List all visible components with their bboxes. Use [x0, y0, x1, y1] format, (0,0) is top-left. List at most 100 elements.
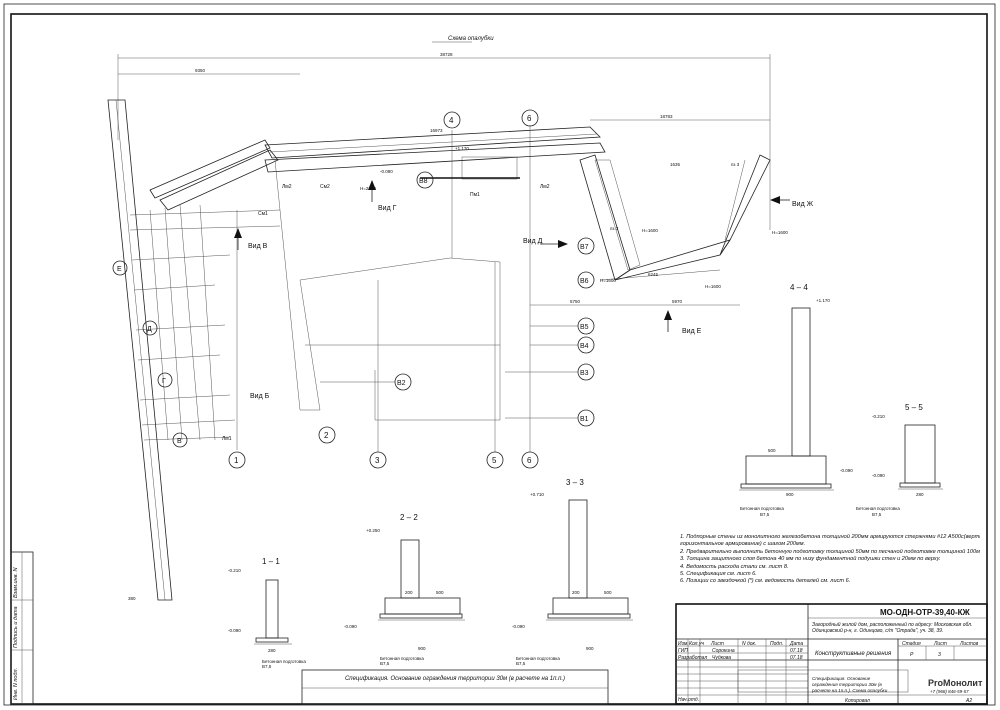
dim-16973: 16973: [430, 128, 443, 133]
svg-text:пз 3: пз 3: [731, 162, 740, 167]
view-labels: Вид Б Вид В Вид Г Вид Д Вид Е Вид Ж: [248, 201, 814, 400]
svg-text:+0.250: +0.250: [366, 528, 380, 533]
norm: Нач.отд.: [678, 697, 700, 703]
svg-text:500: 500: [436, 590, 444, 595]
axis-marker: [521, 451, 539, 469]
spec-title-left: Спецификация. Основание ограждения терри…: [344, 676, 566, 682]
right-wall-c: [719, 154, 771, 256]
svg-text:Е: Е: [117, 266, 122, 273]
axis-marker: [486, 451, 504, 469]
axis-label: 4: [449, 116, 454, 125]
svg-text:Бетонная подготовка: Бетонная подготовка: [856, 506, 900, 511]
person: Сорокина: [712, 648, 735, 654]
svg-text:В7,5: В7,5: [760, 512, 770, 517]
outer-frame: [3, 3, 996, 706]
overall-dim-label: 38728: [440, 52, 453, 57]
role: Разработал: [678, 655, 708, 661]
section-4-4: 4 – 4 +1.170 -0.090 Бетонная подготовка …: [739, 283, 853, 517]
copied-label: Копировал: [845, 698, 870, 704]
note-line: 6. Позиции со звездочкой (*) см. ведомос…: [680, 578, 851, 585]
svg-text:200: 200: [572, 590, 580, 595]
top-wall-outline: [264, 126, 601, 159]
svg-text:Бетонная подготовка: Бетонная подготовка: [516, 656, 560, 661]
svg-text:-0.090: -0.090: [872, 473, 885, 478]
svg-text:4 – 4: 4 – 4: [790, 283, 808, 292]
dim-5750: 5750: [570, 299, 581, 304]
row-label: B5: [580, 324, 589, 331]
side-stamp-replace: Взам.инв. N: [13, 567, 19, 598]
stage-header: Стадия: [902, 641, 921, 647]
drawing-title: Схема опалубки: [448, 36, 494, 42]
svg-text:Вид Е: Вид Е: [682, 328, 702, 335]
date: 07.18: [790, 648, 803, 654]
doc-code: МО-ОДН-ОТР-39,40-КЖ: [880, 608, 970, 617]
svg-text:500: 500: [604, 590, 612, 595]
svg-text:-0.090: -0.090: [512, 624, 525, 629]
svg-text:пз 3: пз 3: [610, 226, 619, 231]
dim-5970: 5970: [672, 299, 683, 304]
stage-value: Р: [910, 652, 914, 658]
col-header: Изм.: [678, 641, 689, 647]
svg-text:Бетонная подготовка: Бетонная подготовка: [262, 659, 306, 664]
svg-text:-0.090: -0.090: [840, 468, 853, 473]
side-stamp-inv: Инв. N подл.: [13, 667, 19, 700]
svg-text:+1.170: +1.170: [455, 146, 469, 151]
svg-text:Вид Г: Вид Г: [378, 205, 397, 212]
svg-text:Лм2: Лм2: [282, 184, 292, 190]
svg-text:Г: Г: [162, 378, 166, 385]
svg-text:Лм2: Лм2: [540, 184, 550, 190]
svg-text:В7,5: В7,5: [516, 661, 526, 666]
title-block: [675, 603, 988, 705]
building-outline: [274, 159, 501, 421]
svg-text:200: 200: [405, 590, 413, 595]
svg-text:Пм1: Пм1: [470, 192, 480, 198]
dim-18783: 18783: [660, 114, 673, 119]
row-markers: B1 B2 B3 B4 B5 B6 B7 B8: [394, 171, 595, 427]
person: Чудкова: [712, 655, 732, 661]
svg-text:-0.090: -0.090: [228, 628, 241, 633]
svg-text:900: 900: [418, 646, 426, 651]
side-stamp-sign: Подпись и дата: [13, 606, 19, 648]
col-header: Подп.: [770, 641, 784, 647]
svg-text:5 – 5: 5 – 5: [905, 403, 923, 412]
svg-text:Д: Д: [147, 326, 152, 333]
svg-text:+1.170: +1.170: [816, 298, 830, 303]
axis-marker: [443, 111, 461, 129]
axis-label: 2: [324, 431, 329, 440]
svg-text:См1: См1: [258, 211, 268, 217]
svg-text:Н=1600: Н=1600: [772, 230, 788, 235]
sheet-title: Спецификация. Основание ограждения терри…: [812, 676, 888, 693]
role: ГИП: [678, 648, 688, 654]
svg-text:-0.210: -0.210: [228, 568, 241, 573]
svg-text:500: 500: [768, 448, 776, 453]
svg-text:Вид В: Вид В: [248, 243, 268, 250]
svg-text:Н=1600: Н=1600: [600, 278, 616, 283]
dim-6245: 6245: [648, 272, 659, 277]
row-label: B7: [580, 244, 589, 251]
svg-text:1 – 1: 1 – 1: [262, 557, 280, 566]
svg-text:В7,5: В7,5: [262, 664, 272, 669]
dim-1635: 1635: [670, 162, 681, 167]
project-name: Загородный жилой дом, расположенный по а…: [812, 622, 973, 634]
svg-text:Бетонная подготовка: Бетонная подготовка: [380, 656, 424, 661]
svg-text:+0.710: +0.710: [530, 492, 544, 497]
col-header: N док.: [742, 641, 757, 647]
axis-label: 6: [527, 114, 532, 123]
section-1-1: 1 – 1 -0.210 -0.090 Бетонная подготовка …: [228, 557, 306, 669]
row-label: B1: [580, 416, 589, 423]
svg-text:Н=1600: Н=1600: [642, 228, 658, 233]
axis-label: 6: [527, 456, 532, 465]
svg-text:Вид Б: Вид Б: [250, 393, 270, 400]
svg-text:В7,5: В7,5: [872, 512, 882, 517]
axis-marker: [369, 451, 387, 469]
svg-text:В7,5: В7,5: [380, 661, 390, 666]
svg-text:Н=2100: Н=2100: [360, 186, 376, 191]
note-line: 2. Предварительно выполнить бетонную под…: [680, 548, 980, 555]
sheet-value: 3: [938, 652, 941, 658]
dim-9350: 9350: [195, 68, 206, 73]
right-wall-a: [579, 154, 631, 281]
company-logo: ProМонолит: [928, 678, 983, 688]
svg-text:См2: См2: [320, 184, 330, 190]
